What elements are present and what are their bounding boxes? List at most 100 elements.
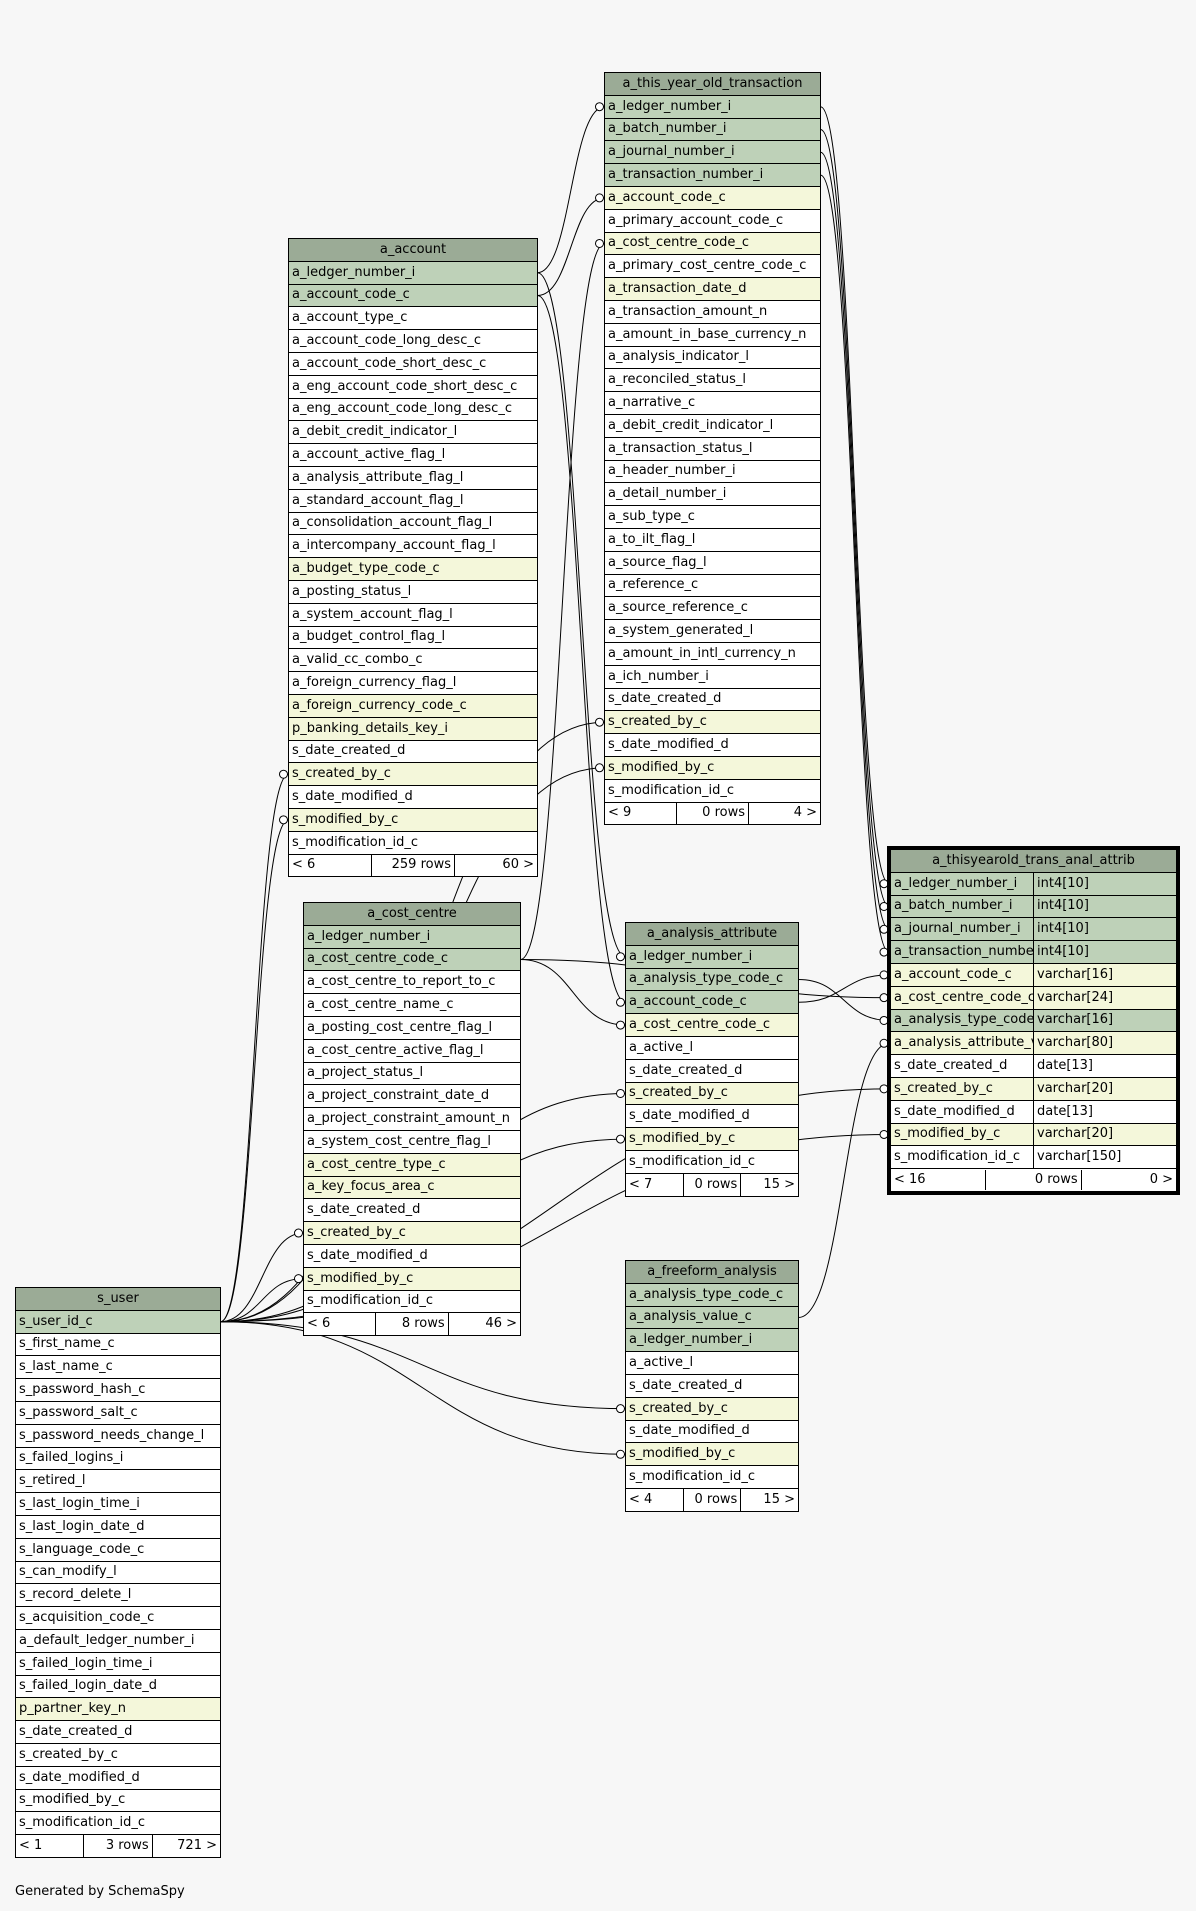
column-row[interactable]: a_analysis_indicator_l — [604, 345, 821, 370]
column-row[interactable]: a_debit_credit_indicator_l — [604, 413, 821, 438]
column-row[interactable]: a_account_code_short_desc_c — [288, 351, 538, 376]
parents-count[interactable]: < 6 — [288, 853, 372, 878]
column-row[interactable]: s_modification_id_c — [625, 1465, 799, 1489]
column-row[interactable]: s_password_salt_c — [15, 1400, 221, 1425]
column-row[interactable]: a_transaction_date_d — [604, 277, 821, 301]
children-count[interactable]: 0 > — [1149, 1172, 1173, 1188]
column-row[interactable]: a_reconciled_status_l — [604, 368, 821, 393]
column-row[interactable]: a_amount_in_intl_currency_n — [604, 641, 821, 666]
column-row[interactable]: s_language_code_c — [15, 1537, 221, 1562]
column-row[interactable]: a_transaction_number_i — [604, 163, 821, 187]
column-row[interactable]: a_analysis_attribute_flag_l — [288, 465, 538, 490]
column-row[interactable]: s_failed_login_time_i — [15, 1651, 221, 1676]
column-row[interactable]: a_account_code_c — [288, 283, 538, 308]
row-count[interactable]: 259 rows — [371, 853, 455, 878]
table-title[interactable]: a_account — [288, 238, 538, 262]
column-row[interactable]: a_detail_number_i — [604, 482, 821, 507]
column-row[interactable]: s_date_modified_d — [625, 1104, 799, 1129]
parents-count[interactable]: < 9 — [604, 801, 677, 826]
column-row[interactable]: s_modified_by_c — [303, 1266, 521, 1291]
column-row[interactable]: s_created_by_c — [303, 1221, 521, 1245]
column-row[interactable]: a_ledger_number_i — [288, 260, 538, 285]
column-row[interactable]: a_standard_account_flag_l — [288, 488, 538, 513]
column-row[interactable]: a_analysis_type_code_c — [625, 1282, 799, 1307]
table-title[interactable]: a_this_year_old_transaction — [604, 72, 821, 96]
column-row[interactable]: s_modification_id_c — [625, 1149, 799, 1174]
column-row[interactable]: a_header_number_i — [604, 459, 821, 484]
column-row[interactable]: s_can_modify_l — [15, 1560, 221, 1585]
column-row[interactable]: a_default_ledger_number_i — [15, 1628, 221, 1653]
column-row[interactable]: a_source_flag_l — [604, 550, 821, 575]
column-row[interactable]: a_primary_cost_centre_code_c — [604, 254, 821, 279]
column-row[interactable]: s_date_created_d — [15, 1720, 221, 1744]
column-row[interactable]: s_date_created_d — [604, 687, 821, 712]
column-row[interactable]: a_cost_centre_type_c — [303, 1152, 521, 1177]
column-row[interactable]: a_to_ilt_flag_l — [604, 527, 821, 552]
column-row[interactable]: s_created_by_c — [15, 1742, 221, 1767]
column-row[interactable]: a_consolidation_account_flag_l — [288, 511, 538, 536]
column-row[interactable]: a_account_code_long_desc_c — [288, 329, 538, 353]
column-row[interactable]: s_created_by_c — [604, 710, 821, 735]
column-row[interactable]: a_project_status_l — [303, 1061, 521, 1086]
column-row[interactable]: s_date_modified_d — [604, 733, 821, 757]
column-row[interactable]: a_eng_account_code_long_desc_c — [288, 397, 538, 422]
column-row[interactable]: a_sub_type_c — [604, 505, 821, 529]
row-count[interactable]: 3 rows — [83, 1834, 153, 1858]
column-row[interactable]: s_modification_id_c — [288, 830, 538, 855]
children-count[interactable]: 46 > — [447, 1312, 522, 1337]
column-row[interactable]: a_source_reference_c — [604, 596, 821, 621]
table-title[interactable]: a_analysis_attribute — [625, 922, 799, 946]
column-row[interactable]: a_project_constraint_date_d — [303, 1084, 521, 1109]
column-row[interactable]: a_valid_cc_combo_c — [288, 648, 538, 673]
column-row[interactable]: a_foreign_currency_code_c — [288, 693, 538, 718]
children-count[interactable]: 721 > — [151, 1834, 222, 1858]
column-row[interactable]: a_transaction_status_l — [604, 436, 821, 461]
column-row[interactable]: a_intercompany_account_flag_l — [288, 534, 538, 559]
column-row[interactable]: a_amount_in_base_currency_n — [604, 322, 821, 347]
column-row[interactable]: s_modified_by_c — [625, 1442, 799, 1467]
column-row[interactable]: a_transaction_amount_n — [604, 299, 821, 324]
column-row[interactable]: s_last_name_c — [15, 1355, 221, 1380]
column-row[interactable]: s_date_created_d — [625, 1373, 799, 1398]
column-row[interactable]: s_retired_l — [15, 1469, 221, 1494]
children-count[interactable]: 4 > — [748, 801, 821, 826]
column-row[interactable]: s_modified_by_c — [604, 755, 821, 780]
column-row[interactable]: s_date_modified_d — [15, 1765, 221, 1790]
column-row[interactable]: a_account_type_c — [288, 306, 538, 331]
children-count[interactable]: 60 > — [454, 853, 538, 878]
column-row[interactable]: a_journal_number_i — [604, 140, 821, 165]
column-row[interactable]: p_banking_details_key_i — [288, 716, 538, 741]
column-row[interactable]: a_posting_cost_centre_flag_l — [303, 1015, 521, 1040]
column-row[interactable]: a_active_l — [625, 1035, 799, 1060]
column-row[interactable]: s_date_modified_d — [303, 1243, 521, 1268]
column-row[interactable]: a_narrative_c — [604, 391, 821, 415]
column-row[interactable]: s_user_id_c — [15, 1309, 221, 1334]
children-count[interactable]: 15 > — [740, 1172, 799, 1197]
row-count[interactable]: 0 rows — [676, 801, 749, 826]
table-title[interactable]: s_user — [15, 1287, 221, 1311]
column-row[interactable]: a_system_generated_l — [604, 619, 821, 643]
row-count[interactable]: 0 rows — [682, 1487, 742, 1512]
column-row[interactable]: s_modified_by_c — [288, 807, 538, 832]
column-row[interactable]: s_modification_id_c — [604, 778, 821, 803]
table-title[interactable]: a_freeform_analysis — [625, 1260, 799, 1284]
column-row[interactable]: s_created_by_c — [625, 1396, 799, 1421]
column-row[interactable]: a_account_code_c — [604, 185, 821, 210]
column-row[interactable]: s_created_by_c — [288, 762, 538, 787]
parents-count[interactable]: < 7 — [625, 1172, 684, 1197]
column-row[interactable]: a_project_constraint_amount_n — [303, 1107, 521, 1131]
